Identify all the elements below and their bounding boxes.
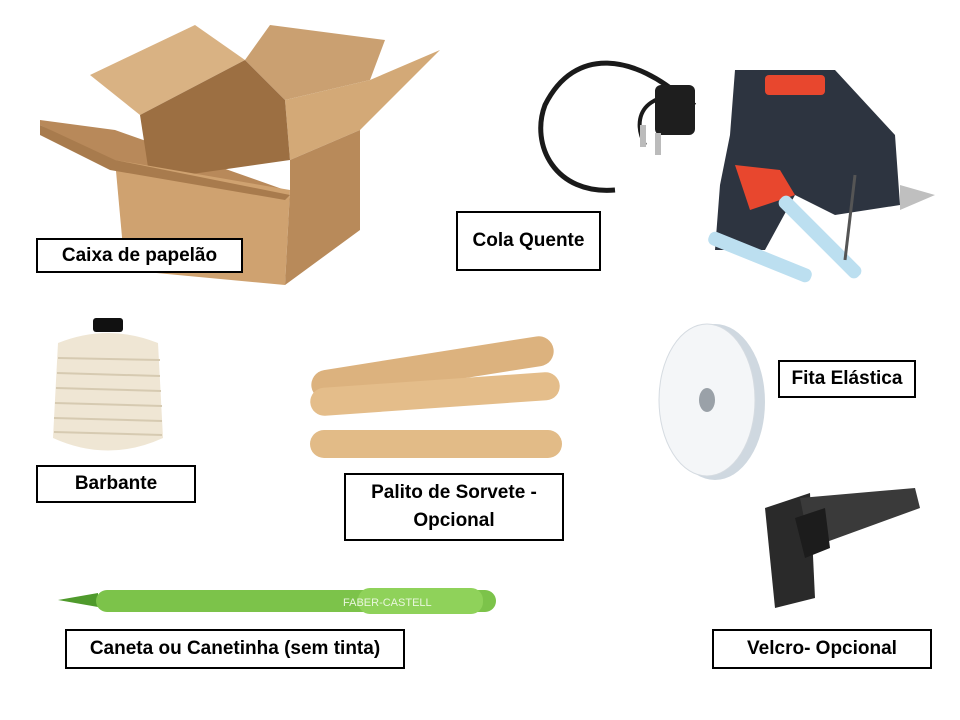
label-popsicle-sticks: Palito de Sorvete - Opcional (344, 473, 564, 541)
label-text: Fita Elástica (791, 368, 903, 390)
label-text: Velcro- Opcional (747, 638, 897, 660)
velcro-strip-icon (765, 488, 920, 608)
twine-spool-icon (53, 318, 163, 451)
elastic-tape-image (655, 320, 767, 482)
popsicle-sticks-icon (310, 336, 562, 458)
label-velcro: Velcro- Opcional (712, 629, 932, 669)
label-text: Palito de Sorvete - Opcional (371, 482, 537, 531)
label-text: Caixa de papelão (61, 244, 218, 266)
elastic-tape-roll-icon (658, 323, 765, 480)
cardboard-box-image (30, 20, 450, 290)
label-text: Caneta ou Canetinha (sem tinta) (89, 638, 381, 660)
pen-brand-text: FABER-CASTELL (343, 597, 432, 609)
label-twine: Barbante (36, 465, 196, 503)
label-marker-pen: Caneta ou Canetinha (sem tinta) (65, 629, 405, 669)
label-text: Barbante (74, 473, 158, 495)
hot-glue-gun-image (535, 45, 935, 305)
marker-pen-image: FABER-CASTELL (58, 585, 503, 620)
label-cardboard-box: Caixa de papelão (36, 238, 243, 273)
cardboard-box-icon (40, 25, 440, 285)
label-text: Cola Quente (472, 230, 585, 252)
label-hot-glue: Cola Quente (456, 211, 601, 271)
popsicle-sticks-image (305, 325, 565, 465)
label-elastic-tape: Fita Elástica (778, 360, 916, 398)
hot-glue-gun-icon (538, 60, 935, 283)
marker-pen-icon: FABER-CASTELL (58, 588, 496, 614)
twine-spool-image (48, 318, 168, 463)
velcro-image (765, 488, 920, 608)
